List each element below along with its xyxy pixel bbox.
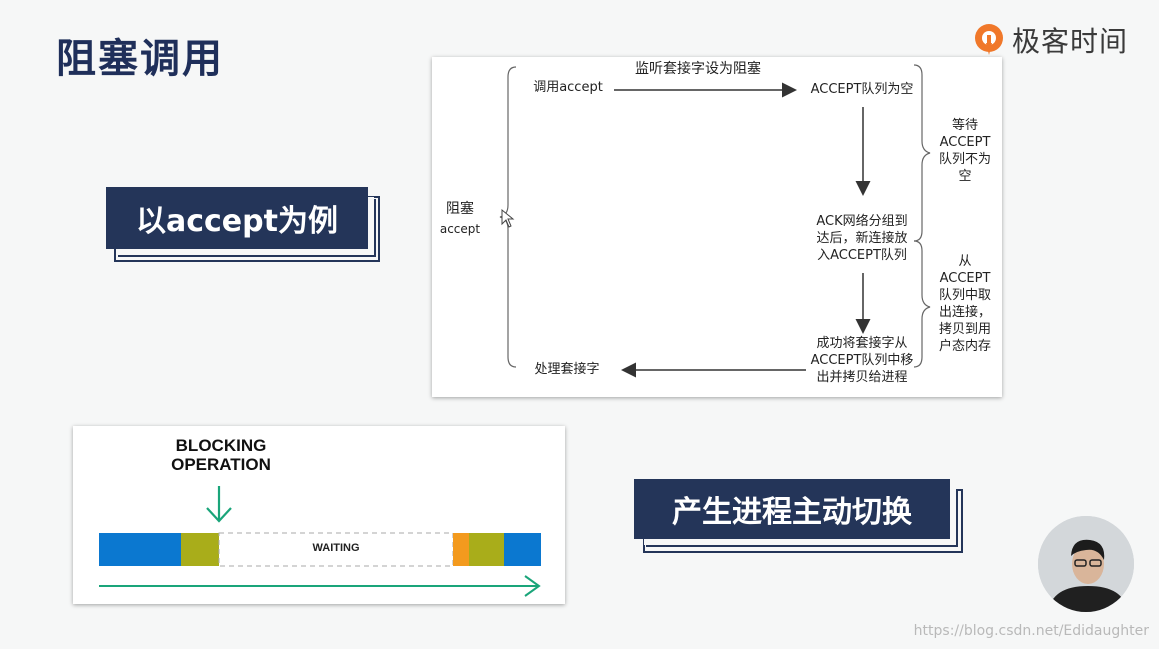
- brace-label: 阻塞 accept: [436, 201, 484, 238]
- ack-arrive-text: ACK网络分组到 达后，新连接放 入ACCEPT队列: [804, 213, 920, 264]
- set-blocking-text: 监听套接字设为阻塞: [628, 61, 768, 78]
- call-accept-text: 调用accept: [528, 79, 608, 96]
- success-text: 成功将套接字从 ACCEPT队列中移 出并拷贝给进程: [804, 335, 920, 386]
- watermark: https://blog.csdn.net/Edidaughter: [914, 623, 1149, 639]
- segment-olive-end: [469, 533, 504, 566]
- accept-flow-diagram: 阻塞 accept 调用accept 监听套接字设为阻塞 ACCEPT队列为空 …: [432, 57, 1002, 397]
- waiting-label: WAITING: [219, 542, 453, 554]
- wait-note-text: 等待 ACCEPT 队列不为 空: [932, 117, 998, 185]
- switch-label: 产生进程主动切换: [634, 479, 950, 539]
- mouse-cursor-icon: [502, 210, 513, 227]
- handle-socket-text: 处理套接字: [524, 361, 610, 378]
- example-label: 以accept为例: [106, 187, 368, 249]
- segment-blue-end: [504, 533, 541, 566]
- blocking-operation-panel: BLOCKING OPERATION WAITING: [73, 426, 565, 604]
- presenter-icon: [1038, 516, 1134, 612]
- segment-orange: [453, 533, 469, 566]
- page-title: 阻塞调用: [56, 26, 224, 84]
- brand-logo: 极客时间: [972, 20, 1128, 60]
- copy-note-text: 从 ACCEPT 队列中取 出连接， 拷贝到用 户态内存: [932, 253, 998, 355]
- blocking-graphic: [73, 426, 565, 604]
- queue-empty-text: ACCEPT队列为空: [806, 81, 918, 98]
- logo-text: 极客时间: [1012, 20, 1128, 60]
- segment-olive-start: [181, 533, 219, 566]
- presenter-avatar: [1038, 516, 1134, 612]
- segment-blue-start: [99, 533, 181, 566]
- logo-mark-icon: [972, 23, 1006, 57]
